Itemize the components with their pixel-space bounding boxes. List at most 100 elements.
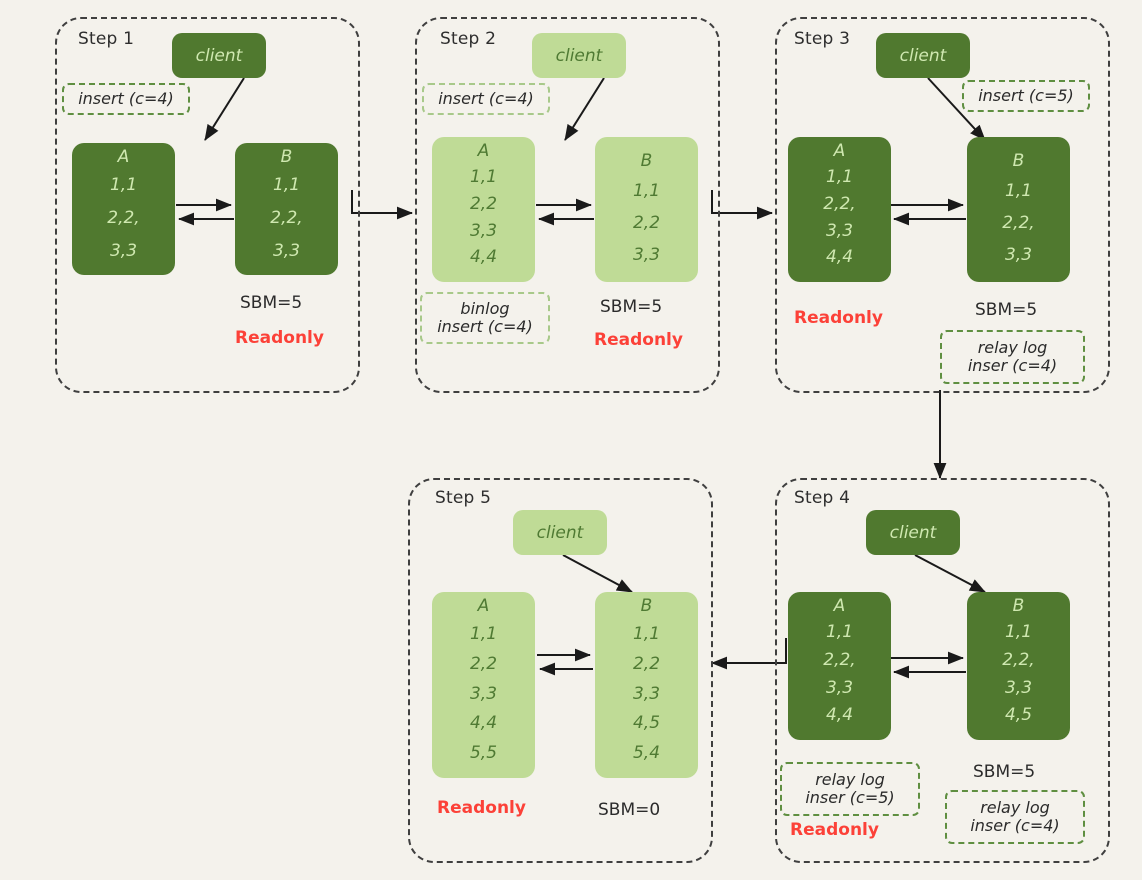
- step2-node-a-row-1: 2,2: [469, 193, 498, 214]
- step5-node-a-row-1: 2,2: [469, 653, 498, 674]
- connector-step2-to-step3: [711, 190, 773, 220]
- step2-node-b-name: B: [640, 151, 653, 171]
- step1-node-a: A 1,1 2,2, 3,3: [72, 143, 175, 275]
- step4-readonly: Readonly: [790, 820, 879, 840]
- step2-node-a-row-0: 1,1: [469, 166, 498, 187]
- step5-node-b-row-3: 4,5: [632, 713, 661, 734]
- step2-node-b: B 1,1 2,2 3,3: [595, 137, 698, 282]
- step2-insert-line: insert (c=4): [438, 88, 534, 108]
- step3-client-box[interactable]: client: [876, 33, 970, 78]
- step1-node-a-row-0: 1,1: [109, 174, 138, 195]
- step4-client-box[interactable]: client: [866, 510, 960, 555]
- step5-client-box[interactable]: client: [513, 510, 607, 555]
- step3-node-b: B 1,1 2,2, 3,3: [967, 137, 1070, 282]
- step1-node-b: B 1,1 2,2, 3,3: [235, 143, 338, 275]
- panel-step3: [775, 17, 1110, 393]
- step5-node-b-row-1: 2,2: [632, 653, 661, 674]
- step4-relay-b-line-1: inser (c=4): [970, 816, 1060, 835]
- step5-node-a-name: A: [477, 596, 490, 616]
- step1-insert-tag: insert (c=4): [62, 83, 190, 115]
- step4-relay-a-line-1: inser (c=5): [805, 788, 895, 807]
- step1-node-a-row-2: 3,3: [109, 240, 138, 261]
- step3-readonly: Readonly: [794, 308, 883, 328]
- step1-node-b-row-1: 2,2,: [270, 207, 303, 228]
- step5-node-a: A 1,1 2,2 3,3 4,4 5,5: [432, 592, 535, 778]
- step3-sbm: SBM=5: [975, 300, 1038, 320]
- step5-node-a-row-0: 1,1: [469, 623, 498, 644]
- step1-readonly: Readonly: [235, 328, 324, 348]
- step1-node-b-row-0: 1,1: [272, 174, 301, 195]
- step3-client-label: client: [899, 45, 947, 66]
- step1-client-label: client: [195, 45, 243, 66]
- step3-node-b-row-0: 1,1: [1004, 180, 1033, 201]
- step1-title: Step 1: [78, 29, 135, 49]
- step3-node-a-row-0: 1,1: [825, 166, 854, 187]
- step4-node-b: B 1,1 2,2, 3,3 4,5: [967, 592, 1070, 740]
- step2-readonly: Readonly: [594, 330, 683, 350]
- panel-step2: [415, 17, 720, 393]
- step4-relay-tag-a: relay log inser (c=5): [780, 762, 920, 816]
- step2-node-b-row-0: 1,1: [632, 180, 661, 201]
- step2-sbm: SBM=5: [600, 297, 663, 317]
- step5-node-a-row-3: 4,4: [469, 713, 498, 734]
- connector-step1-to-step2: [351, 190, 413, 220]
- step1-client-box[interactable]: client: [172, 33, 266, 78]
- step3-node-a: A 1,1 2,2, 3,3 4,4: [788, 137, 891, 282]
- step4-relay-tag-b: relay log inser (c=4): [945, 790, 1085, 844]
- step2-binlog-tag: binlog insert (c=4): [420, 292, 550, 344]
- step4-node-b-row-1: 2,2,: [1002, 649, 1035, 670]
- step2-client-label: client: [555, 45, 603, 66]
- step4-title: Step 4: [794, 488, 851, 508]
- step5-title: Step 5: [435, 488, 492, 508]
- step3-relay-tag: relay log inser (c=4): [940, 330, 1085, 384]
- step1-node-b-name: B: [280, 147, 293, 167]
- step5-client-label: client: [536, 522, 584, 543]
- step2-binlog-line-1: insert (c=4): [437, 317, 533, 336]
- step4-relay-a-line-0: relay log: [815, 769, 885, 789]
- step1-insert-line: insert (c=4): [78, 88, 174, 108]
- step5-node-b-row-4: 5,4: [632, 743, 661, 764]
- step5-node-b-row-2: 3,3: [632, 683, 661, 704]
- step2-node-a: A 1,1 2,2 3,3 4,4: [432, 137, 535, 282]
- step4-client-label: client: [889, 522, 937, 543]
- step5-node-a-row-4: 5,5: [469, 743, 498, 764]
- step4-node-a-row-0: 1,1: [825, 621, 854, 642]
- step4-node-b-name: B: [1012, 596, 1025, 616]
- step2-insert-tag: insert (c=4): [422, 83, 550, 115]
- step4-relay-b-line-0: relay log: [980, 797, 1050, 817]
- step1-node-a-row-1: 2,2,: [107, 207, 140, 228]
- step3-insert-line: insert (c=5): [978, 85, 1074, 105]
- step4-node-a-row-3: 4,4: [825, 705, 854, 726]
- step4-node-a-row-1: 2,2,: [823, 649, 856, 670]
- panel-step1: [55, 17, 360, 393]
- step3-node-b-row-1: 2,2,: [1002, 212, 1035, 233]
- step3-node-b-name: B: [1012, 151, 1025, 171]
- step3-relay-line-1: inser (c=4): [967, 356, 1058, 375]
- step5-node-b-row-0: 1,1: [632, 623, 661, 644]
- step2-binlog-line-0: binlog: [460, 298, 510, 318]
- step1-node-a-name: A: [117, 147, 130, 167]
- step3-node-a-row-1: 2,2,: [823, 193, 856, 214]
- step4-node-b-row-0: 1,1: [1004, 621, 1033, 642]
- step4-node-a-row-2: 3,3: [825, 677, 854, 698]
- panel-step5: [408, 478, 713, 863]
- panel-step4: [775, 478, 1110, 863]
- step2-node-b-row-1: 2,2: [632, 212, 661, 233]
- step2-node-a-row-2: 3,3: [469, 220, 498, 241]
- step4-node-a-name: A: [833, 596, 846, 616]
- step1-node-b-row-2: 3,3: [272, 240, 301, 261]
- step5-node-a-row-2: 3,3: [469, 683, 498, 704]
- step4-sbm: SBM=5: [973, 762, 1036, 782]
- step5-node-b: B 1,1 2,2 3,3 4,5 5,4: [595, 592, 698, 778]
- step4-node-b-row-3: 4,5: [1004, 705, 1033, 726]
- step2-title: Step 2: [440, 29, 497, 49]
- step5-readonly: Readonly: [437, 798, 526, 818]
- step2-node-b-row-2: 3,3: [632, 244, 661, 265]
- step5-sbm: SBM=0: [598, 800, 661, 820]
- step4-node-a: A 1,1 2,2, 3,3 4,4: [788, 592, 891, 740]
- step3-node-a-row-2: 3,3: [825, 220, 854, 241]
- step5-node-b-name: B: [640, 596, 653, 616]
- step3-relay-line-0: relay log: [977, 337, 1048, 357]
- step2-client-box[interactable]: client: [532, 33, 626, 78]
